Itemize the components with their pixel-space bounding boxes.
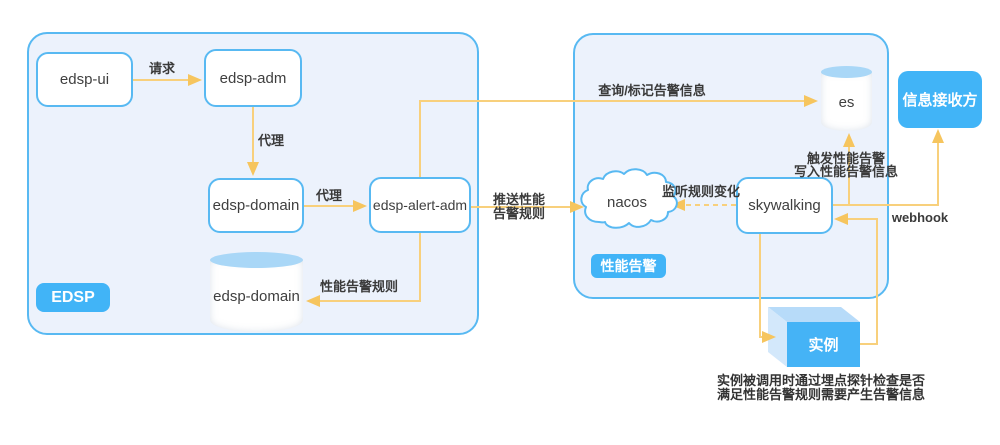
node-edsp-adm: edsp-adm (204, 49, 302, 107)
es-label: es (838, 94, 855, 111)
node-edsp-ui: edsp-ui (36, 52, 133, 107)
nacos-label: nacos (606, 194, 648, 211)
cylinder-top-ellipse (210, 252, 303, 268)
edsp-group-badge: EDSP (36, 283, 110, 312)
instance-cube: 实例 (768, 307, 860, 368)
instance-caption-line1: 实例被调用时通过埋点探针检查是否 (716, 373, 925, 388)
edge-label-request: 请求 (148, 61, 175, 76)
node-edsp-domain: edsp-domain (208, 178, 304, 233)
edge-label-perf-rule: 性能告警规则 (319, 279, 398, 294)
edge-label-push-rule: 推送性能 告警规则 (489, 193, 549, 221)
node-edsp-alert-adm: edsp-alert-adm (369, 177, 471, 233)
edge-label-push-rule-line1: 推送性能 (492, 192, 545, 207)
edge-label-query-mark: 查询/标记告警信息 (598, 83, 706, 98)
instance-caption: 实例被调用时通过埋点探针检查是否 满足性能告警规则需要产生告警信息 (706, 374, 936, 401)
edge-label-proxy-2: 代理 (315, 188, 342, 203)
edge-label-proxy-1: 代理 (257, 133, 284, 148)
database-label: edsp-domain (213, 288, 300, 305)
edsp-domain-database-cylinder: edsp-domain (210, 252, 303, 332)
es-database-cylinder: es (821, 66, 872, 131)
edge-label-push-rule-line2: 告警规则 (492, 206, 545, 221)
node-skywalking: skywalking (736, 177, 833, 234)
instance-caption-line2: 满足性能告警规则需要产生告警信息 (716, 386, 925, 402)
instance-label: 实例 (808, 337, 839, 354)
cylinder-top-ellipse (821, 66, 872, 78)
edge-label-webhook: webhook (891, 210, 949, 225)
edge-label-listen-rule: 监听规则变化 (661, 184, 740, 199)
perf-alert-group-badge: 性能告警 (591, 254, 666, 278)
node-message-receiver: 信息接收方 (898, 71, 982, 128)
cylinder-body (210, 260, 303, 332)
cylinder-body (821, 72, 872, 131)
edge-label-write-alert-info: 写入性能告警信息 (793, 164, 898, 179)
instance-cube-shape (768, 307, 860, 367)
